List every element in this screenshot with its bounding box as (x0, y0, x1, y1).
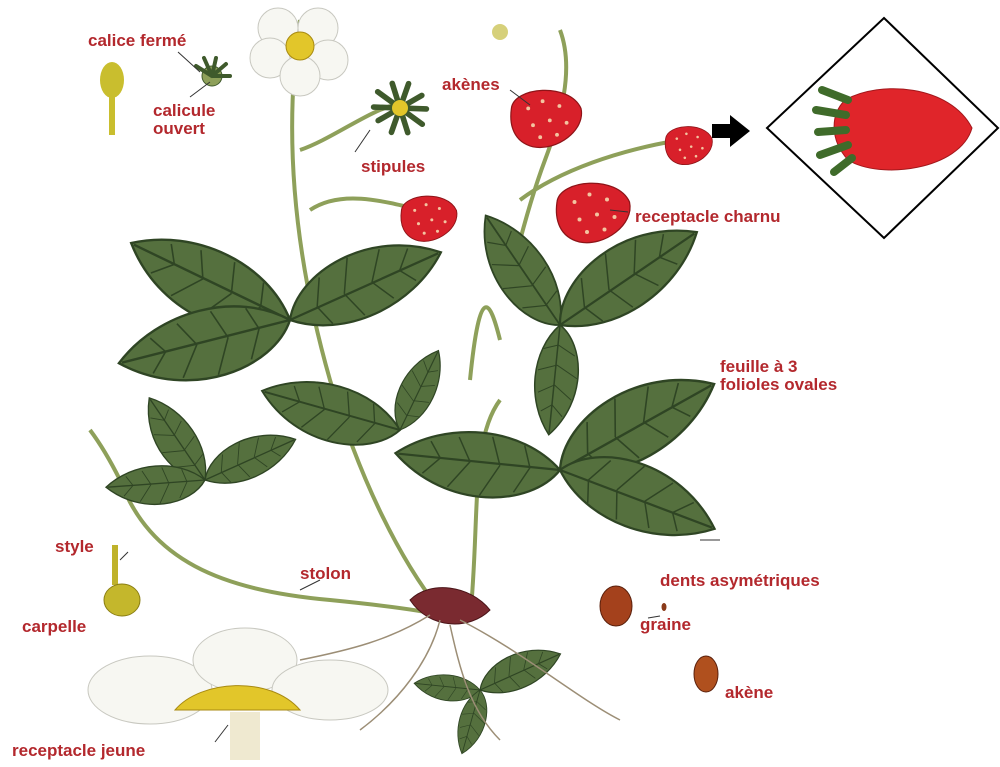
label-akene: akène (725, 684, 773, 701)
label-stolon: stolon (300, 565, 351, 582)
green-fruit (492, 24, 508, 40)
akene-detail (694, 656, 718, 692)
label-folioles-ovales: folioles ovales (720, 376, 837, 393)
flower-bud (196, 58, 230, 86)
fruit-receptacle (556, 183, 630, 243)
style-carpelle (104, 545, 140, 616)
label-carpelle: carpelle (22, 618, 86, 635)
leaf-bottom (412, 640, 567, 758)
label-feuille-a-3: feuille à 3 (720, 358, 797, 375)
label-graine: graine (640, 616, 691, 633)
label-receptacle-charnu: receptacle charnu (635, 208, 781, 225)
leaf-upper-left (112, 210, 453, 393)
arrow-right-icon (712, 115, 750, 147)
fruit-small (401, 196, 457, 241)
open-calyx (368, 74, 432, 143)
label-calice-ferme: calice fermé (88, 32, 186, 49)
label-ouvert: ouvert (153, 120, 205, 137)
label-dents-asymetriques: dents asymétriques (660, 572, 820, 589)
label-stipules: stipules (361, 158, 425, 175)
label-receptacle-jeune: receptacle jeune (12, 742, 145, 759)
label-calicule: calicule (153, 102, 215, 119)
label-style: style (55, 538, 94, 555)
label-akenes: akènes (442, 76, 500, 93)
fruit-top-right (665, 127, 712, 165)
flower-top (250, 8, 348, 96)
calice-detail (100, 62, 124, 135)
